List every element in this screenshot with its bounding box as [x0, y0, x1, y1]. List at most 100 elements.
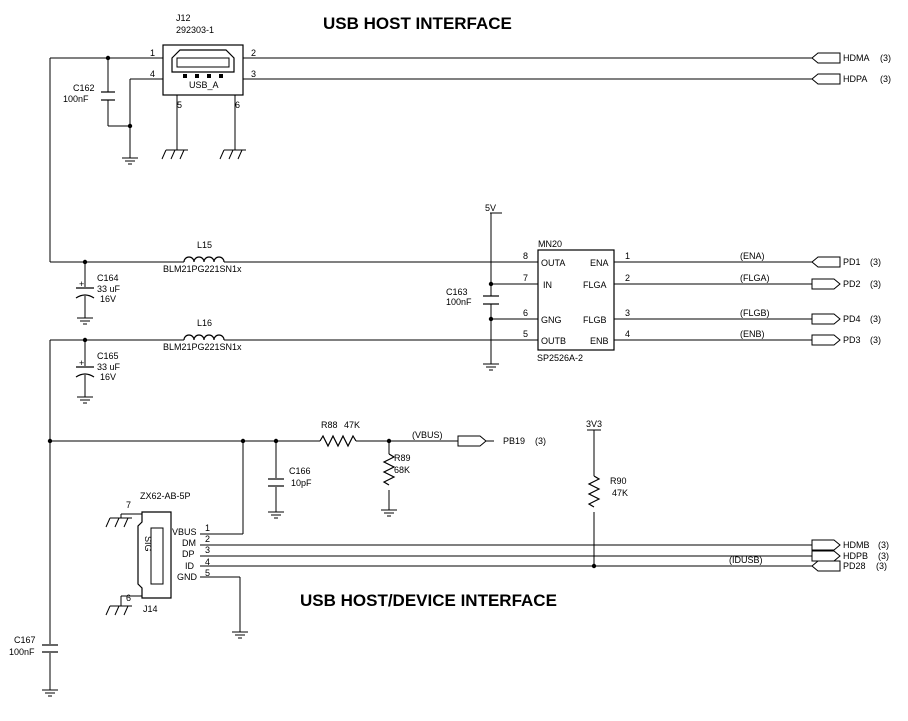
capacitor-c167: C167 100nF: [9, 635, 58, 657]
l15-ref: L15: [197, 240, 212, 250]
svg-text:(3): (3): [876, 561, 887, 571]
svg-text:FLGB: FLGB: [583, 315, 607, 325]
svg-text:4: 4: [625, 329, 630, 339]
resistor-r90: R90 47K: [587, 475, 628, 508]
svg-text:3: 3: [625, 308, 630, 318]
svg-text:FLGA: FLGA: [583, 280, 607, 290]
svg-text:IN: IN: [543, 280, 552, 290]
svg-text:PD2: PD2: [843, 279, 861, 289]
port-hdmb: HDMB (3): [811, 539, 889, 551]
svg-text:VBUS: VBUS: [172, 527, 197, 537]
j12-part: 292303-1: [176, 25, 214, 35]
net-flga: (FLGA): [740, 273, 770, 283]
capacitor-c162: C162 100nF: [63, 83, 115, 104]
r90-ref: R90: [610, 476, 627, 486]
svg-text:(3): (3): [535, 436, 546, 446]
j14-side: SIG: [143, 536, 153, 552]
connector-j14: ZX62-AB-5P SIG J14 7 6 VBUS DM DP ID GND…: [126, 491, 210, 614]
port-hdpa: HDPA (3): [811, 73, 891, 85]
c166-ref: C166: [289, 466, 311, 476]
port-pb19: PB19 (3): [457, 435, 546, 447]
svg-text:HDMB: HDMB: [843, 540, 870, 550]
resistor-r89: R89 68K: [382, 453, 411, 486]
port-pd1: PD1 (3): [811, 256, 881, 268]
title-usb-host-device: USB HOST/DEVICE INTERFACE: [300, 591, 557, 610]
svg-text:GND: GND: [177, 572, 198, 582]
j12-pin-6: 6: [235, 100, 240, 110]
svg-text:1: 1: [625, 251, 630, 261]
resistor-r88: R88 47K: [319, 420, 360, 448]
svg-text:PB19: PB19: [503, 436, 525, 446]
j14-pin-6: 6: [126, 593, 131, 603]
j14-ref: J14: [143, 604, 158, 614]
r90-value: 47K: [612, 488, 628, 498]
c167-ref: C167: [14, 635, 36, 645]
usb-a-port-icon: [171, 49, 235, 73]
svg-text:7: 7: [523, 273, 528, 283]
l15-part: BLM21PG221SN1x: [163, 264, 242, 274]
svg-text:4: 4: [205, 557, 210, 567]
r89-ref: R89: [394, 453, 411, 463]
svg-text:ENB: ENB: [590, 336, 609, 346]
capacitor-c165: + C165 33 uF 16V: [75, 351, 121, 382]
svg-text:(3): (3): [880, 53, 891, 63]
c165-ref: C165: [97, 351, 119, 361]
svg-text:PD28: PD28: [843, 561, 866, 571]
svg-text:6: 6: [523, 308, 528, 318]
ic-mn20: MN20 SP2526A-2 8 OUTA 7 IN 6 GNG 5 OUTB …: [523, 239, 630, 363]
j12-pin-2: 2: [251, 48, 256, 58]
svg-text:+: +: [79, 358, 84, 368]
svg-text:(3): (3): [878, 540, 889, 550]
svg-text:8: 8: [523, 251, 528, 261]
port-pd3: PD3 (3): [811, 334, 881, 346]
svg-text:HDMA: HDMA: [843, 53, 870, 63]
capacitor-c166: C166 10pF: [268, 466, 312, 488]
title-usb-host: USB HOST INTERFACE: [323, 14, 512, 33]
c167-value: 100nF: [9, 647, 35, 657]
capacitor-c164: + C164 33 uF 16V: [75, 273, 121, 304]
capacitor-c163: C163 100nF: [446, 287, 499, 307]
svg-text:OUTA: OUTA: [541, 258, 565, 268]
mn20-part: SP2526A-2: [537, 353, 583, 363]
mn20-ref: MN20: [538, 239, 562, 249]
power-3v3: 3V3: [586, 419, 602, 429]
net-enb: (ENB): [740, 329, 765, 339]
c164-value: 33 uF: [97, 284, 121, 294]
svg-text:(3): (3): [880, 74, 891, 84]
j14-pin-7: 7: [126, 500, 131, 510]
j12-ref: J12: [176, 13, 191, 23]
port-hdpb: HDPB (3): [811, 550, 889, 562]
r88-ref: R88: [321, 420, 338, 430]
svg-text:(3): (3): [870, 335, 881, 345]
inductor-l16: L16 BLM21PG221SN1x: [163, 318, 242, 352]
inductor-l15: L15 BLM21PG221SN1x: [163, 240, 242, 274]
l16-ref: L16: [197, 318, 212, 328]
svg-text:PD4: PD4: [843, 314, 861, 324]
j12-pin-5: 5: [177, 100, 182, 110]
j14-body: [137, 511, 172, 599]
net-ena: (ENA): [740, 251, 765, 261]
svg-text:(3): (3): [870, 257, 881, 267]
c163-ref: C163: [446, 287, 468, 297]
port-hdma: HDMA (3): [811, 52, 891, 64]
svg-text:(3): (3): [878, 551, 889, 561]
mn20-body: [537, 249, 615, 351]
j12-pin-1: 1: [150, 48, 155, 58]
port-pd4: PD4 (3): [811, 313, 881, 325]
j14-part: ZX62-AB-5P: [140, 491, 191, 501]
svg-text:ID: ID: [185, 561, 195, 571]
svg-text:GNG: GNG: [541, 315, 562, 325]
svg-text:OUTB: OUTB: [541, 336, 566, 346]
svg-text:PD1: PD1: [843, 257, 861, 267]
svg-text:2: 2: [625, 273, 630, 283]
svg-text:5: 5: [523, 329, 528, 339]
power-5v: 5V: [485, 203, 496, 213]
svg-text:DP: DP: [182, 549, 195, 559]
svg-text:ENA: ENA: [590, 258, 609, 268]
svg-text:1: 1: [205, 523, 210, 533]
c165-value: 33 uF: [97, 362, 121, 372]
j12-pin-3: 3: [251, 69, 256, 79]
svg-text:3: 3: [205, 545, 210, 555]
c162-ref: C162: [73, 83, 95, 93]
